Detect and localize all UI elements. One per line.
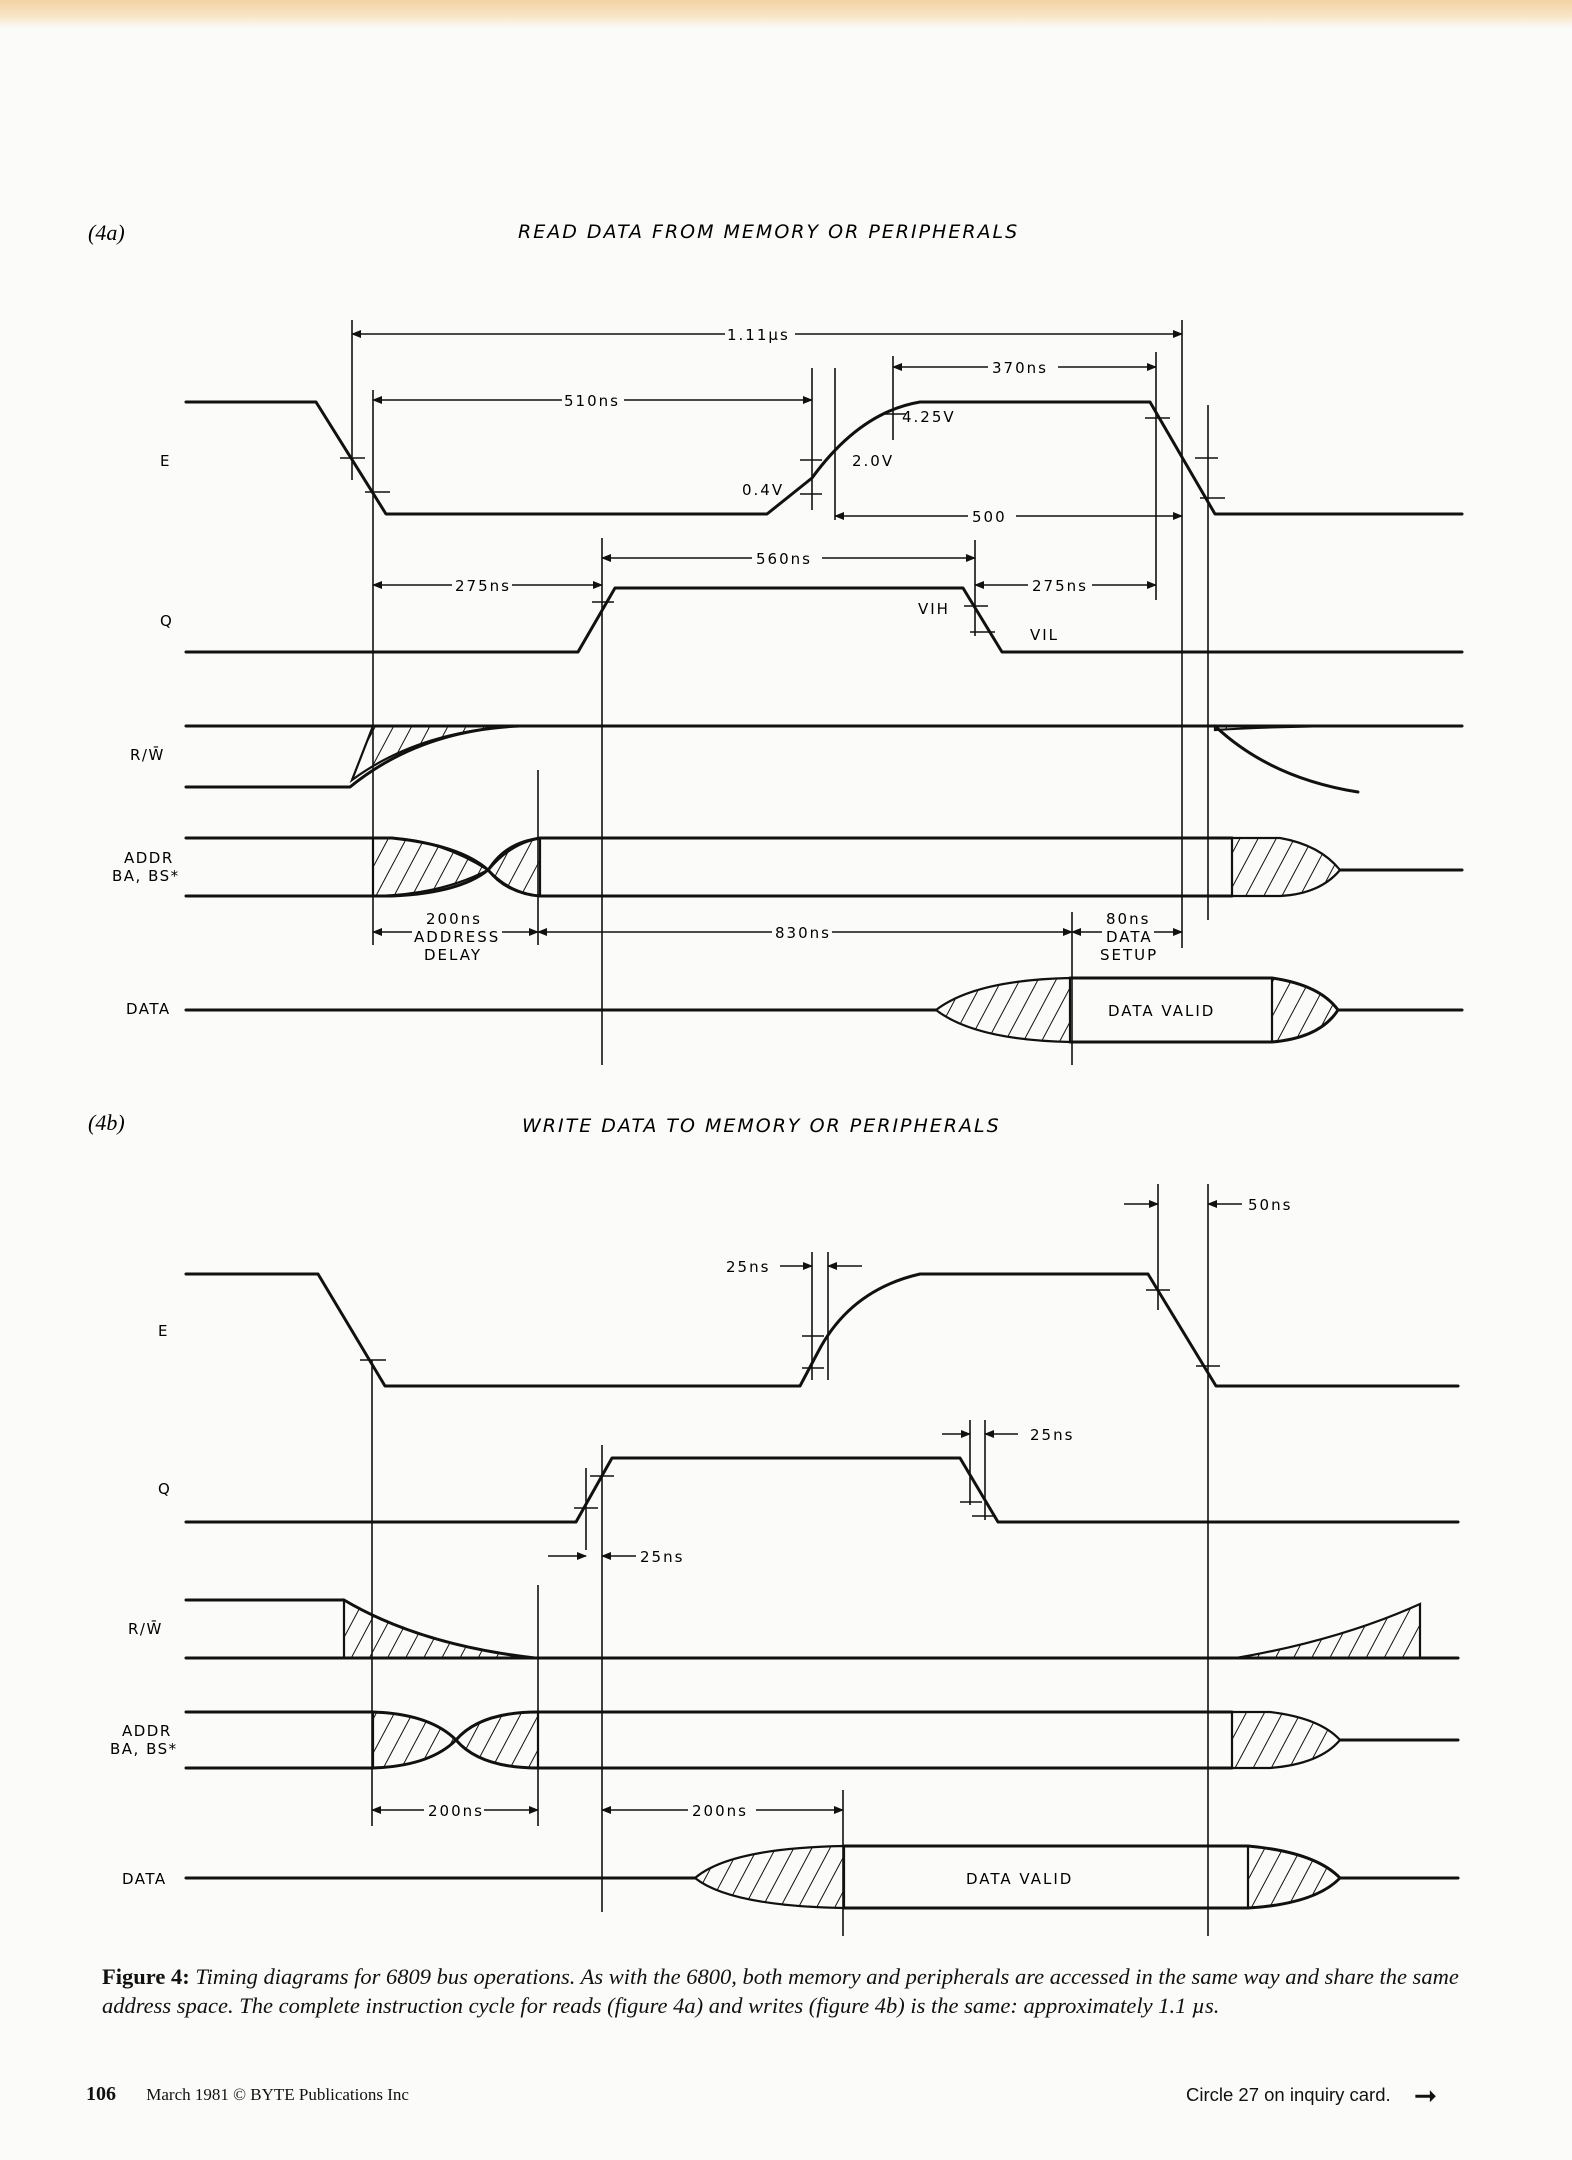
label-275ns-left: 275ns <box>455 577 511 595</box>
dimension-arrows-a <box>351 330 1183 936</box>
e-clock-waveform-b <box>184 1272 1460 1388</box>
label-275ns-right: 275ns <box>1032 577 1088 595</box>
issue-line: March 1981 © BYTE Publications Inc <box>146 2085 409 2104</box>
label-510ns: 510ns <box>564 392 620 410</box>
data-hatched-end-b <box>1246 1844 1342 1910</box>
label-200ns-left: 200ns <box>428 1802 484 1820</box>
label-200ns-right: 200ns <box>692 1802 748 1820</box>
addr-hatched-transition-b <box>371 1710 458 1770</box>
label-0-4v: 0.4V <box>742 481 784 499</box>
figure-caption: Figure 4: Timing diagrams for 6809 bus o… <box>102 1962 1482 2020</box>
page-top-tint <box>0 0 1572 28</box>
label-data-setup-1: DATA <box>1106 928 1153 946</box>
caption-body: Timing diagrams for 6809 bus operations.… <box>102 1964 1459 2018</box>
rw-waveform-end <box>1213 724 1360 794</box>
label-200ns: 200ns <box>426 910 482 928</box>
signal-label-ba-bs: BA, BS* <box>112 867 180 885</box>
label-80ns: 80ns <box>1106 910 1150 928</box>
figure-4b: (4b) WRITE DATA TO MEMORY OR PERIPHERALS… <box>88 1110 1460 1936</box>
label-370ns: 370ns <box>992 359 1048 377</box>
dimension-arrows-b <box>371 1200 1242 1814</box>
inquiry-note: Circle 27 on inquiry card. ➞ <box>1186 2080 1438 2112</box>
label-vil: VIL <box>1030 626 1059 644</box>
data-hatched-transition <box>934 976 1072 1044</box>
label-560ns: 560ns <box>756 550 812 568</box>
rw-hatched-end <box>1213 724 1361 732</box>
q-clock-waveform <box>184 586 1464 654</box>
figure-4b-title: WRITE DATA TO MEMORY OR PERIPHERALS <box>522 1115 1001 1137</box>
label-data-setup-2: SETUP <box>1100 946 1158 964</box>
addr-bus-upper-b <box>184 1710 1234 1742</box>
reference-lines-a <box>340 320 1225 1065</box>
signal-label-e: E <box>160 452 171 470</box>
data-hatched-transition-b <box>693 1844 846 1910</box>
label-25ns-q: 25ns <box>1030 1426 1074 1444</box>
signal-label-addr: ADDR <box>124 849 174 867</box>
label-2-0v: 2.0V <box>852 452 894 470</box>
data-valid-label-a: DATA VALID <box>1108 1002 1215 1020</box>
signal-label-rw-b: R/W̄ <box>128 1619 163 1638</box>
inquiry-text: Circle 27 on inquiry card. <box>1186 2084 1391 2105</box>
page-number: 106 <box>86 2083 116 2105</box>
signal-label-rw: R/W̄ <box>130 745 165 764</box>
addr-hatched-end <box>1230 836 1342 898</box>
signal-label-data: DATA <box>126 1000 171 1018</box>
label-delay: DELAY <box>424 946 482 964</box>
label-25ns-rise: 25ns <box>640 1548 684 1566</box>
right-arrow-icon: ➞ <box>1413 2080 1438 2112</box>
data-hatched-end <box>1270 976 1340 1044</box>
signal-label-data-b: DATA <box>122 1870 167 1888</box>
figure-4a: (4a) READ DATA FROM MEMORY OR PERIPHERAL… <box>88 220 1464 1065</box>
label-830ns: 830ns <box>775 924 831 942</box>
signal-label-q: Q <box>160 612 173 630</box>
q-clock-waveform-b <box>184 1456 1460 1524</box>
label-500: 500 <box>972 508 1007 526</box>
addr-bus-upper <box>184 836 1234 872</box>
rw-hatched-transition <box>349 724 521 784</box>
addr-hatched-end-b <box>1230 1710 1342 1770</box>
figure-4b-tag: (4b) <box>88 1110 125 1135</box>
e-clock-waveform <box>184 400 1464 516</box>
label-25ns-e: 25ns <box>726 1258 770 1276</box>
label-vih: VIH <box>918 600 950 618</box>
rw-waveform-b <box>184 1598 1460 1660</box>
figure-4a-title: READ DATA FROM MEMORY OR PERIPHERALS <box>518 221 1019 243</box>
page-footer: 106 March 1981 © BYTE Publications Inc <box>86 2083 409 2106</box>
label-cycle-time: 1.11µs <box>727 326 790 344</box>
signal-label-e-b: E <box>158 1322 169 1340</box>
reference-lines-b <box>360 1184 1220 1936</box>
rw-hatched-end-b <box>1235 1602 1422 1660</box>
signal-label-addr-b: ADDR <box>122 1722 172 1740</box>
addr-hatched-settle-b <box>454 1710 540 1770</box>
figure-4a-tag: (4a) <box>88 220 125 245</box>
caption-lead: Figure 4: <box>102 1964 190 1989</box>
addr-bus-lower <box>184 868 1234 898</box>
data-valid-label-b: DATA VALID <box>966 1870 1073 1888</box>
addr-bus-lower-b <box>184 1738 1234 1770</box>
signal-label-ba-bs-b: BA, BS* <box>110 1740 178 1758</box>
signal-label-q-b: Q <box>158 1480 171 1498</box>
label-50ns: 50ns <box>1248 1196 1292 1214</box>
rw-waveform-low <box>184 724 522 789</box>
label-4-25v: 4.25V <box>902 408 956 426</box>
addr-hatched-transition <box>371 836 491 898</box>
label-address: ADDRESS <box>414 928 500 946</box>
